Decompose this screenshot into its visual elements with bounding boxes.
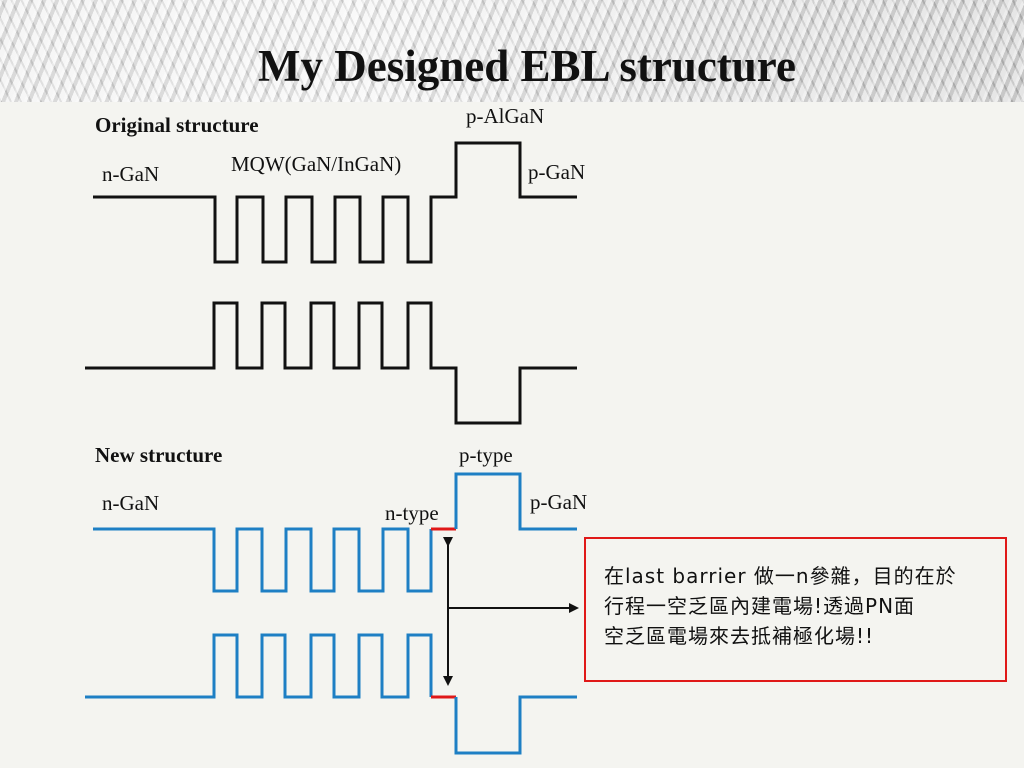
original-structure-heading: Original structure <box>95 113 259 137</box>
original-mqw-label: MQW(GaN/InGaN) <box>231 152 402 176</box>
original-p-gan-label: p-GaN <box>528 160 586 184</box>
original-n-gan-label: n-GaN <box>102 162 160 186</box>
new-conduction-p-type-barrier <box>454 472 577 531</box>
original-conduction-band <box>93 141 577 264</box>
note-line-2: 行程一空乏區內建電場!透過PN面 <box>604 594 916 618</box>
header-banner <box>0 0 1024 102</box>
new-valence-p-type-barrier <box>454 695 577 755</box>
new-structure-heading: New structure <box>95 443 223 467</box>
new-n-type-label: n-type <box>385 501 439 525</box>
explanation-note-text: 在last barrier 做一n參雜，目的在於 行程一空乏區內建電場!透過PN… <box>604 561 994 651</box>
new-valence-band <box>85 633 433 699</box>
new-conduction-band <box>93 527 433 593</box>
new-p-gan-label: p-GaN <box>530 490 588 514</box>
original-valence-band <box>85 301 577 425</box>
explanation-note-box: 在last barrier 做一n參雜，目的在於 行程一空乏區內建電場!透過PN… <box>584 537 1007 682</box>
new-n-gan-label: n-GaN <box>102 491 160 515</box>
new-p-type-label: p-type <box>459 443 513 467</box>
page-title: My Designed EBL structure <box>258 41 796 91</box>
note-line-3: 空乏區電場來去抵補極化場!! <box>604 624 875 648</box>
note-line-1: 在last barrier 做一n參雜，目的在於 <box>604 564 957 588</box>
original-p-algan-label: p-AlGaN <box>466 104 545 128</box>
